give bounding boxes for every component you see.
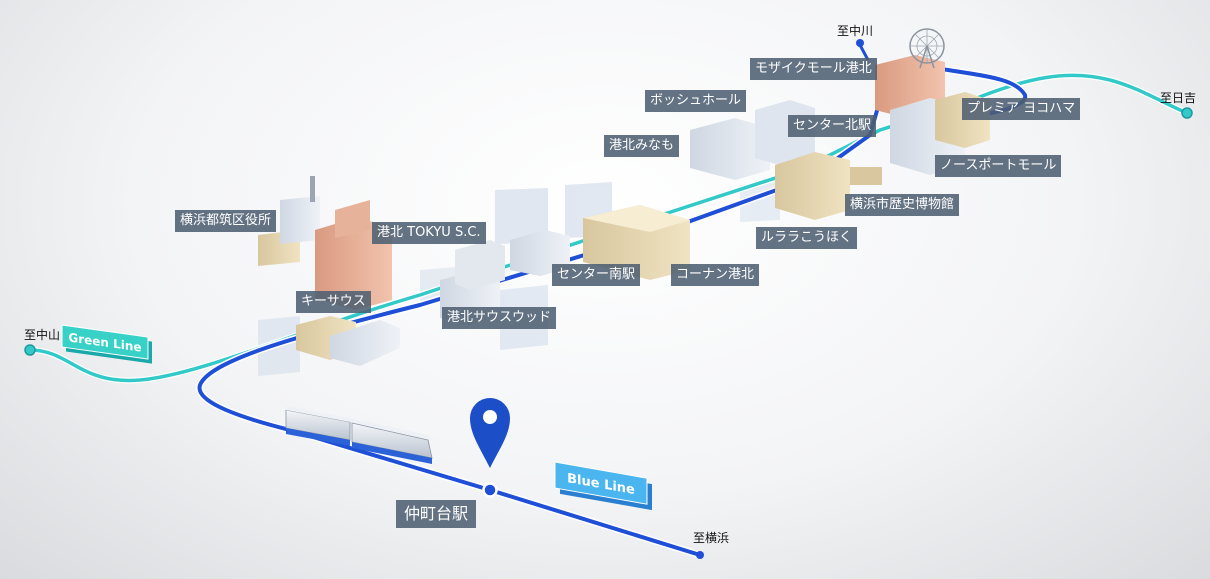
destination-yokohama: 至横浜 (693, 531, 730, 545)
landmark-north-port: ノースポートモール (935, 155, 1062, 177)
ferris-wheel-icon (909, 28, 945, 69)
green-line-track (24, 72, 1193, 384)
landmark-southwood: 港北サウスウッド (442, 307, 557, 329)
blue-line-end-south (696, 551, 704, 559)
landmark-kohoku-minamo: 港北みなも (604, 135, 680, 157)
landmark-mosaic-mall: モザイクモール港北 (750, 58, 877, 80)
train-icon (285, 406, 433, 464)
landmark-lalara: ルララこうほく (756, 227, 858, 249)
landmark-tsuzuki-office: 横浜都筑区役所 (175, 210, 277, 232)
green-line-end-west (24, 344, 36, 356)
landmark-keysouth: キーサウス (296, 291, 371, 313)
landmark-tokyu-sc: 港北 TOKYU S.C. (372, 222, 486, 244)
landmark-history-museum: 横浜市歴史博物館 (845, 194, 960, 216)
green-line-sign: Green Line (61, 324, 152, 364)
landmark-premia: プレミア ヨコハマ (962, 98, 1081, 120)
landmark-center-kita: センター北駅 (788, 115, 877, 137)
station-marker (482, 482, 498, 498)
destination-nakayama: 至中山 (24, 328, 61, 342)
blue-line-sign: Blue Line (554, 461, 652, 511)
location-pin-icon (470, 398, 510, 468)
landmark-konan: コーナン港北 (671, 264, 760, 286)
green-line-end-east (1181, 107, 1193, 119)
blue-line-end-north (856, 39, 864, 47)
landmark-center-minami: センター南駅 (552, 264, 641, 286)
current-station-label: 仲町台駅 (396, 500, 477, 528)
destination-hiyoshi: 至日吉 (1160, 91, 1197, 105)
landmark-bosch-hall: ボッシュホール (645, 90, 747, 112)
green-line-path (29, 73, 1188, 383)
destination-nakagawa: 至中川 (837, 24, 874, 38)
